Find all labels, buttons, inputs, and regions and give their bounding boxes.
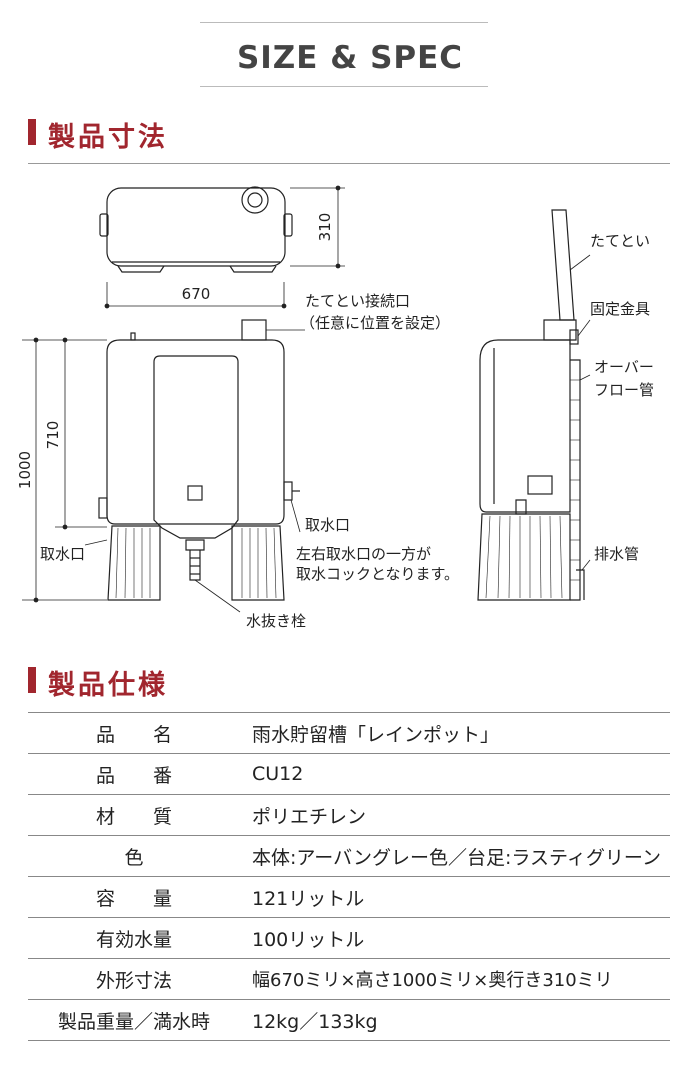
label-downspout-port-note: （任意に位置を設定） (300, 314, 450, 332)
dim-depth: 310 (316, 213, 334, 242)
dim-total-height: 1000 (16, 451, 34, 489)
dim-width: 670 (182, 285, 211, 303)
table-row: 有効水量 100リットル (28, 917, 670, 959)
header-top-rule (200, 22, 488, 23)
side-view-body (479, 339, 571, 513)
spec-table: 品 名 雨水貯留槽「レインポット」 品 番 CU12 材 質 ポリエチレン 色 … (28, 712, 670, 1041)
table-row: 色 本体:アーバングレー色／台足:ラスティグリーン (28, 835, 670, 877)
spec-value: 121リットル (240, 876, 670, 918)
note-outlet-2: 取水コックとなります。 (296, 565, 459, 583)
table-row: 材 質 ポリエチレン (28, 794, 670, 836)
section-marker (28, 667, 36, 693)
right-foot (231, 525, 285, 601)
table-row: 外形寸法 幅670ミリ×高さ1000ミリ×奥行き310ミリ (28, 958, 670, 1000)
page-title: SIZE & SPEC (236, 40, 464, 76)
downspout (551, 209, 575, 321)
spec-section-title: 製品仕様 (48, 670, 168, 701)
label-outlet-right: 取水口 (305, 516, 350, 534)
spec-value: 幅670ミリ×高さ1000ミリ×奥行き310ミリ (240, 958, 670, 1000)
spec-label: 品 番 (28, 753, 240, 795)
table-row: 製品重量／満水時 12kg／133kg (28, 999, 670, 1041)
top-view-inlet (241, 186, 269, 214)
spec-value: 雨水貯留槽「レインポット」 (240, 712, 670, 754)
spec-value: 本体:アーバングレー色／台足:ラスティグリーン (240, 835, 670, 877)
side-view-foot (477, 513, 571, 601)
dimension-drawing: 310 670 710 1000 たてとい接続口 （任意に位置を設定） 取水口 … (16, 185, 654, 630)
label-outlet-left: 取水口 (40, 545, 85, 563)
label-drain-plug: 水抜き栓 (246, 612, 306, 630)
spec-value: ポリエチレン (240, 794, 670, 836)
dimensions-section-title: 製品寸法 (48, 122, 168, 153)
label-bracket: 固定金具 (590, 300, 650, 318)
bracket (569, 329, 579, 345)
table-row: 品 名 雨水貯留槽「レインポット」 (28, 712, 670, 754)
top-view-body (106, 187, 286, 267)
spec-label: 品 名 (28, 712, 240, 754)
spec-value: 12kg／133kg (240, 999, 670, 1041)
label-drain-pipe: 排水管 (594, 545, 639, 563)
dim-outlet-height: 710 (44, 421, 62, 450)
spec-label: 製品重量／満水時 (28, 999, 240, 1041)
spec-label: 材 質 (28, 794, 240, 836)
label-overflow-1: オーバー (594, 358, 654, 376)
section-marker (28, 119, 36, 145)
table-row: 品 番 CU12 (28, 753, 670, 795)
spec-value: 100リットル (240, 917, 670, 959)
label-downspout: たてとい (590, 232, 650, 250)
dimensions-section-rule (28, 163, 670, 164)
header-bottom-rule (200, 86, 488, 87)
spec-value: CU12 (240, 753, 670, 795)
spec-label: 外形寸法 (28, 958, 240, 1000)
spec-label: 容 量 (28, 876, 240, 918)
label-downspout-port: たてとい接続口 (305, 292, 410, 310)
spec-label: 色 (28, 835, 240, 877)
note-outlet-1: 左右取水口の一方が (296, 545, 431, 563)
spec-label: 有効水量 (28, 917, 240, 959)
table-row: 容 量 121リットル (28, 876, 670, 918)
left-foot (107, 525, 161, 601)
front-view-body (106, 339, 285, 525)
label-overflow-2: フロー管 (594, 381, 654, 399)
